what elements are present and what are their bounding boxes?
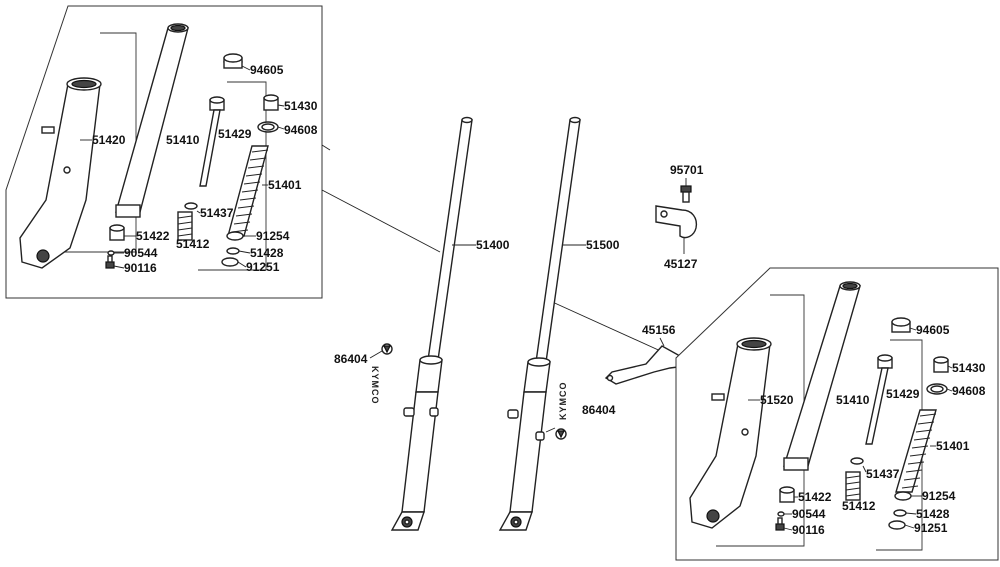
right-plug [779, 486, 795, 503]
left-washer [107, 250, 115, 256]
right-damper-rod [865, 354, 893, 445]
label-r-94605: 94605 [916, 323, 950, 337]
left-cap [223, 53, 243, 69]
label-45156: 45156 [642, 323, 676, 337]
label-r-51437: 51437 [866, 467, 900, 481]
right-washer [777, 511, 785, 517]
label-r-94608: 94608 [952, 384, 986, 398]
label-r-90116: 90116 [792, 523, 825, 537]
label-51422: 51422 [136, 229, 170, 243]
label-r-90544: 90544 [792, 507, 826, 521]
kymco-emblem-right: KYMCO [555, 382, 568, 440]
left-guide-damper [198, 81, 267, 271]
kymco-logo-text-left: KYMCO [370, 366, 380, 405]
label-86404-right: 86404 [582, 403, 616, 417]
label-r-51428: 51428 [916, 507, 950, 521]
right-inner-tube [783, 281, 861, 471]
right-nut-91251 [888, 520, 906, 530]
right-ring [850, 457, 864, 465]
label-95701: 95701 [670, 163, 704, 177]
right-bolt [775, 517, 785, 531]
label-51500: 51500 [586, 238, 620, 252]
right-cap [891, 317, 911, 333]
label-r-91254: 91254 [922, 489, 956, 503]
right-clip-51428 [893, 509, 907, 517]
left-panel-connector-stub [321, 144, 331, 151]
right-outer-tube [689, 337, 772, 529]
label-51429: 51429 [218, 127, 252, 141]
left-bolt [105, 255, 115, 269]
label-r-51429: 51429 [886, 387, 920, 401]
label-94605: 94605 [250, 63, 284, 77]
fork-leg-51500 [498, 116, 581, 531]
left-detail-panel: 94605 51430 94608 51420 51410 51429 5140… [5, 5, 323, 299]
kymco-logo-text-right: KYMCO [558, 382, 568, 421]
right-seal-inner [930, 385, 944, 393]
label-94608: 94608 [284, 123, 318, 137]
left-ring [184, 202, 198, 210]
label-r-51422: 51422 [798, 490, 832, 504]
label-r-91251: 91251 [914, 521, 948, 535]
label-51430: 51430 [284, 99, 318, 113]
clamp-assembly [655, 185, 698, 239]
label-91251: 91251 [246, 260, 280, 274]
label-51401: 51401 [268, 178, 302, 192]
left-nut-91254 [226, 231, 244, 241]
label-r-51412: 51412 [842, 499, 876, 513]
right-panel-connector [547, 299, 677, 359]
right-detail-panel: 94605 51430 94608 51520 51410 51429 5140… [675, 267, 999, 561]
left-outer-tube [19, 77, 102, 269]
label-51410: 51410 [166, 133, 200, 147]
right-bushing [933, 356, 949, 373]
left-seal-inner [261, 123, 275, 131]
left-clip-51428 [226, 247, 240, 255]
label-r-51520: 51520 [760, 393, 794, 407]
label-91254: 91254 [256, 229, 290, 243]
label-r-51401: 51401 [936, 439, 970, 453]
left-damper-rod [199, 96, 225, 187]
label-86404-left: 86404 [334, 352, 368, 366]
label-45127: 45127 [664, 257, 698, 271]
label-51400: 51400 [476, 238, 510, 252]
label-51412: 51412 [176, 237, 210, 251]
left-nut-91251 [221, 257, 239, 267]
right-spring [895, 409, 937, 493]
right-small-spring [845, 471, 861, 501]
brake-hose-bracket [604, 345, 688, 385]
label-r-51410: 51410 [836, 393, 870, 407]
left-plug [109, 224, 125, 241]
left-bushing [263, 94, 279, 111]
label-90544: 90544 [124, 246, 158, 260]
label-51428: 51428 [250, 246, 284, 260]
left-panel-connector [321, 189, 441, 253]
left-small-spring [177, 211, 193, 241]
right-nut-91254 [894, 491, 912, 501]
kymco-emblem-left: KYMCO [370, 343, 393, 405]
label-90116: 90116 [124, 261, 157, 275]
fork-leg-51400 [390, 116, 473, 531]
label-51420: 51420 [92, 133, 126, 147]
left-inner-tube [115, 23, 189, 218]
label-51437: 51437 [200, 206, 234, 220]
label-r-51430: 51430 [952, 361, 986, 375]
